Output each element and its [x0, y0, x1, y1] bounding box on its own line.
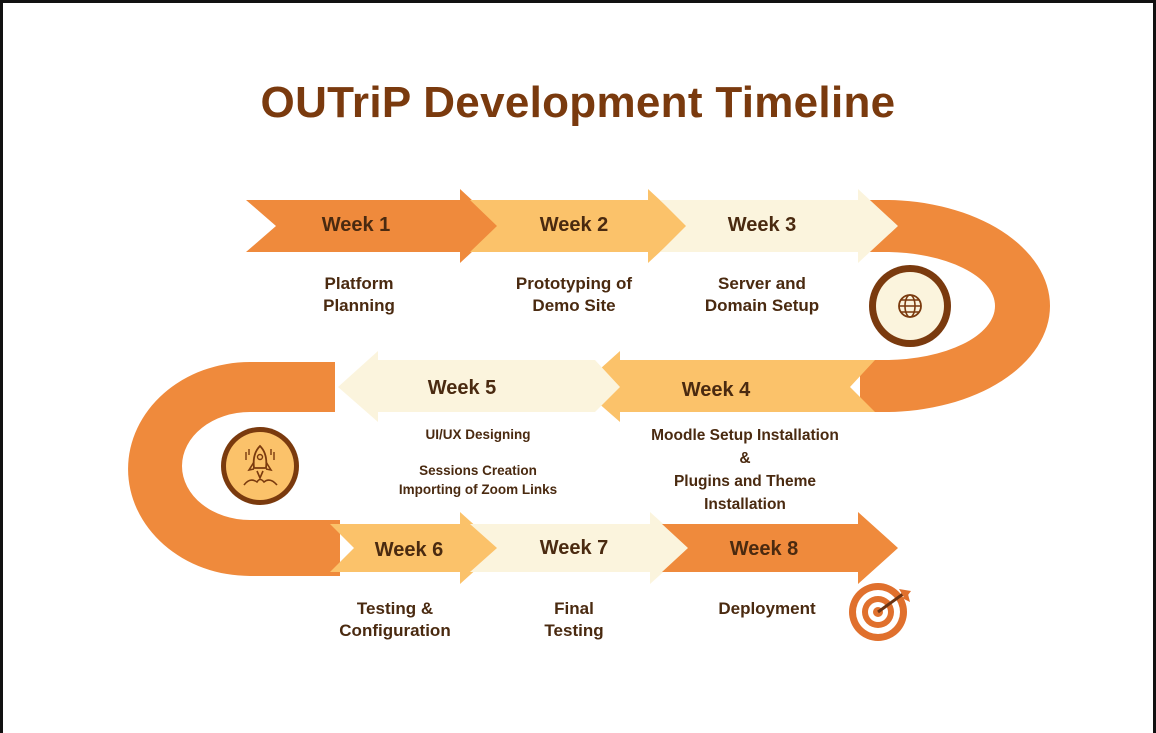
- week4-description: Moodle Setup Installation & Plugins and …: [615, 424, 875, 516]
- week7-arrow: [470, 512, 690, 584]
- week8-description: Deployment: [667, 598, 867, 620]
- week1-description: Platform Planning: [259, 273, 459, 317]
- description-line: Configuration: [339, 621, 451, 640]
- week6-label: Week 6: [374, 539, 444, 561]
- week7-description: Final Testing: [474, 598, 674, 642]
- week6-arrow: [330, 512, 500, 584]
- week1-arrow: [246, 189, 500, 263]
- week2-arrow: [470, 189, 688, 263]
- week7-label: Week 7: [539, 537, 609, 559]
- week4-arrow: [580, 351, 875, 422]
- diagram-title: OUTriP Development Timeline: [260, 78, 896, 127]
- description-line: Sessions Creation: [419, 463, 537, 478]
- week8-arrow: [662, 512, 898, 584]
- description-line: UI/UX Designing: [425, 427, 531, 442]
- week5-description: UI/UX Designing: [368, 425, 588, 444]
- week2-label: Week 2: [539, 214, 609, 236]
- week3-label: Week 3: [727, 214, 797, 236]
- description-line: Installation: [704, 496, 786, 513]
- description-line: Domain Setup: [704, 296, 820, 315]
- description-line: Moodle Setup Installation: [651, 427, 839, 444]
- globe-icon: [869, 265, 951, 347]
- description-line: Demo Site: [532, 296, 616, 315]
- right-curve: [860, 200, 1050, 412]
- description-line: &: [739, 450, 751, 467]
- description-line: Importing of Zoom Links: [398, 482, 558, 497]
- week8-label: Week 8: [729, 538, 799, 560]
- week5-label: Week 5: [427, 377, 497, 399]
- description-line: Final: [554, 599, 594, 618]
- description-line: Deployment: [718, 599, 816, 618]
- week5-arrow: [338, 351, 620, 422]
- week6-description: Testing & Configuration: [295, 598, 495, 642]
- target-icon: [849, 583, 911, 641]
- description-line: Platform: [324, 274, 394, 293]
- week4-label: Week 4: [681, 379, 751, 401]
- description-line: Plugins and Theme: [673, 473, 817, 490]
- description-line: Planning: [323, 296, 395, 315]
- week5-description-extra: Sessions Creation Importing of Zoom Link…: [348, 461, 608, 499]
- description-line: Prototyping of: [515, 274, 633, 293]
- week3-description: Server and Domain Setup: [662, 273, 862, 317]
- description-line: Testing &: [356, 599, 434, 618]
- week3-arrow: [660, 189, 898, 263]
- week1-label: Week 1: [321, 214, 391, 236]
- week2-description: Prototyping of Demo Site: [474, 273, 674, 317]
- left-curve: [128, 362, 340, 576]
- description-line: Testing: [544, 621, 604, 640]
- rocket-icon: [221, 427, 299, 505]
- description-line: Server and: [718, 274, 806, 293]
